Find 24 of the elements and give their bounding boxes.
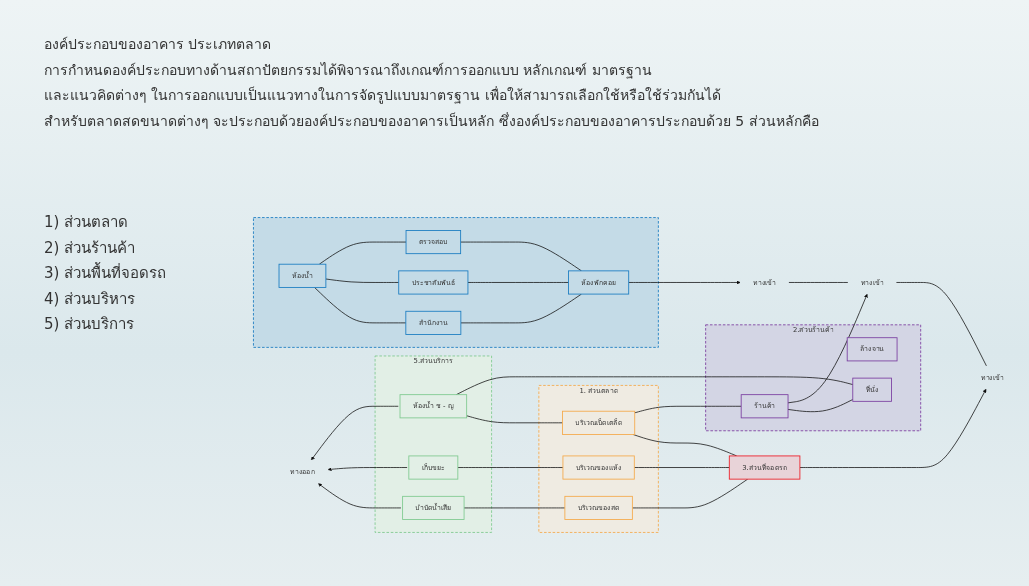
intro-text: สำหรับตลาดสดขนาดต่างๆ จะประกอบด้วยองค์ประกอบของอาคารเป็นหลัก ซึ่งองค์ประกอบของอาคารประกอบด้วย 5 ส่วนหลักคือ (44, 111, 820, 132)
cluster (253, 217, 659, 348)
list-item: 1) ส่วนตลาด (44, 212, 130, 233)
connector (634, 405, 742, 414)
connector (787, 399, 854, 413)
list-item: 5) ส่วนบริการ (44, 314, 136, 335)
connector (896, 282, 987, 367)
list-item: 3) ส่วนพื้นที่จอดรถ (44, 261, 168, 284)
connector (460, 293, 582, 324)
title: องค์ประกอบของอาคาร ประเภทตลาด (44, 35, 273, 54)
intro-text: และแนวคิดต่างๆ ในการออกแบบเป็นแนวทางในการจัดรูปแบบมาตรฐาน เพื่อให้สามารถเลือกใช้หรือใช้ร่วมกันได้ (44, 85, 722, 106)
list-item: 2) ส่วนร้านค้า (44, 237, 137, 259)
connector (788, 282, 849, 283)
connector (457, 467, 564, 468)
intro-text: การกำหนดองค์ประกอบทางด้านสถาปัตยกรรมได้พิจารณาถึงเกณฑ์การออกแบบ หลักเกณฑ์ มาตรฐาน (44, 60, 653, 81)
connector (325, 278, 400, 283)
connector (318, 241, 407, 265)
connector (460, 241, 582, 272)
connector (633, 467, 730, 468)
list-item: 4) ส่วนบริหาร (44, 288, 137, 310)
connector (314, 287, 407, 324)
connector (631, 478, 749, 509)
connector (467, 282, 569, 283)
connector (466, 415, 563, 424)
